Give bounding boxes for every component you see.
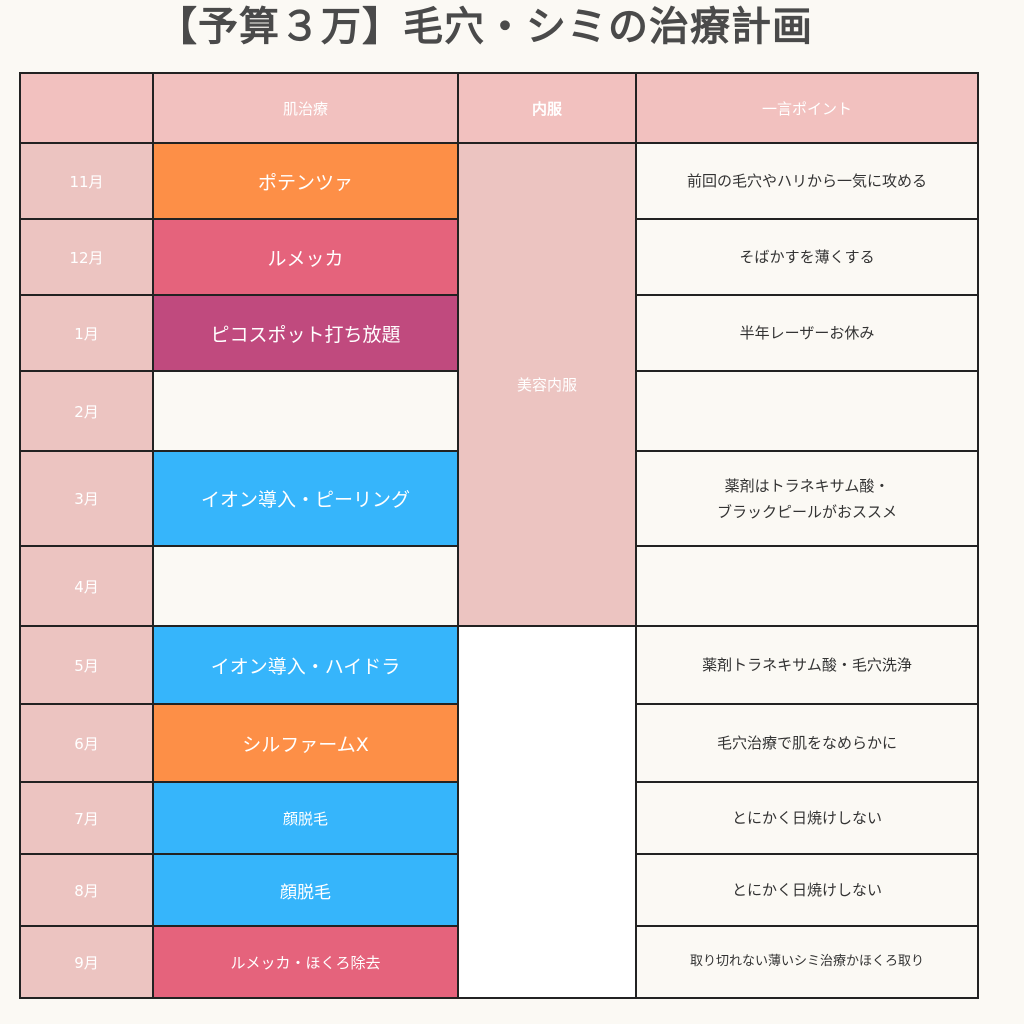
month-cell: 12月 bbox=[19, 218, 154, 296]
treatment-cell: シルファームX bbox=[152, 703, 459, 783]
point-cell: そばかすを薄くする bbox=[635, 218, 979, 296]
treatment-cell: ルメッカ・ほくろ除去 bbox=[152, 925, 459, 999]
treatment-cell: 顔脱毛 bbox=[152, 781, 459, 855]
table-row: 11月 ポテンツァ 美容内服 前回の毛穴やハリから一気に攻める bbox=[19, 142, 979, 627]
table-row: 12月 ルメッカ そばかすを薄くする bbox=[19, 218, 979, 296]
table-row: 6月 シルファームX 毛穴治療で肌をなめらかに bbox=[19, 703, 979, 783]
month-cell: 1月 bbox=[19, 294, 154, 372]
point-cell: とにかく日焼けしない bbox=[635, 781, 979, 855]
month-cell: 4月 bbox=[19, 545, 154, 627]
point-cell: 薬剤トラネキサム酸・毛穴洗浄 bbox=[635, 625, 979, 705]
table-row: 9月 ルメッカ・ほくろ除去 取り切れない薄いシミ治療かほくろ取り bbox=[19, 925, 979, 999]
treatment-cell: イオン導入・ピーリング bbox=[152, 450, 459, 547]
treatment-cell-empty bbox=[152, 370, 459, 452]
table-row: 7月 顔脱毛 とにかく日焼けしない bbox=[19, 781, 979, 855]
header-month bbox=[19, 72, 154, 144]
table-row: 4月 bbox=[19, 545, 979, 627]
header-point: 一言ポイント bbox=[635, 72, 979, 144]
table-header-row: 肌治療 内服 一言ポイント bbox=[19, 72, 979, 144]
table-row: 5月 イオン導入・ハイドラ 薬剤トラネキサム酸・毛穴洗浄 bbox=[19, 625, 979, 999]
internal-empty-cell bbox=[457, 625, 637, 999]
table-row: 3月 イオン導入・ピーリング 薬剤はトラネキサム酸・ ブラックピールがおススメ bbox=[19, 450, 979, 547]
month-cell: 9月 bbox=[19, 925, 154, 999]
treatment-cell: ポテンツァ bbox=[152, 142, 459, 220]
point-line: ブラックピールがおススメ bbox=[716, 502, 897, 521]
point-cell: 薬剤はトラネキサム酸・ ブラックピールがおススメ bbox=[635, 450, 979, 547]
treatment-plan-table: 肌治療 内服 一言ポイント 11月 ポテンツァ 美容内服 前回の毛穴やハリから一… bbox=[19, 72, 979, 999]
table-row: 2月 bbox=[19, 370, 979, 452]
point-cell: 半年レーザーお休み bbox=[635, 294, 979, 372]
header-treatment: 肌治療 bbox=[152, 72, 459, 144]
point-cell bbox=[635, 545, 979, 627]
treatment-cell: ピコスポット打ち放題 bbox=[152, 294, 459, 372]
table-row: 8月 顔脱毛 とにかく日焼けしない bbox=[19, 853, 979, 927]
page-title: 【予算３万】毛穴・シミの治療計画 bbox=[157, 4, 813, 50]
month-cell: 2月 bbox=[19, 370, 154, 452]
internal-medicine-cell: 美容内服 bbox=[457, 142, 637, 627]
treatment-cell-empty bbox=[152, 545, 459, 627]
month-cell: 6月 bbox=[19, 703, 154, 783]
table-row: 1月 ピコスポット打ち放題 半年レーザーお休み bbox=[19, 294, 979, 372]
point-cell bbox=[635, 370, 979, 452]
month-cell: 7月 bbox=[19, 781, 154, 855]
treatment-cell: イオン導入・ハイドラ bbox=[152, 625, 459, 705]
point-cell: 前回の毛穴やハリから一気に攻める bbox=[635, 142, 979, 220]
month-cell: 5月 bbox=[19, 625, 154, 705]
treatment-cell: ルメッカ bbox=[152, 218, 459, 296]
month-cell: 3月 bbox=[19, 450, 154, 547]
header-internal: 内服 bbox=[457, 72, 637, 144]
month-cell: 11月 bbox=[19, 142, 154, 220]
treatment-cell: 顔脱毛 bbox=[152, 853, 459, 927]
month-cell: 8月 bbox=[19, 853, 154, 927]
point-line: 薬剤はトラネキサム酸・ bbox=[724, 476, 890, 495]
point-cell: 取り切れない薄いシミ治療かほくろ取り bbox=[635, 925, 979, 999]
point-cell: 毛穴治療で肌をなめらかに bbox=[635, 703, 979, 783]
point-cell: とにかく日焼けしない bbox=[635, 853, 979, 927]
